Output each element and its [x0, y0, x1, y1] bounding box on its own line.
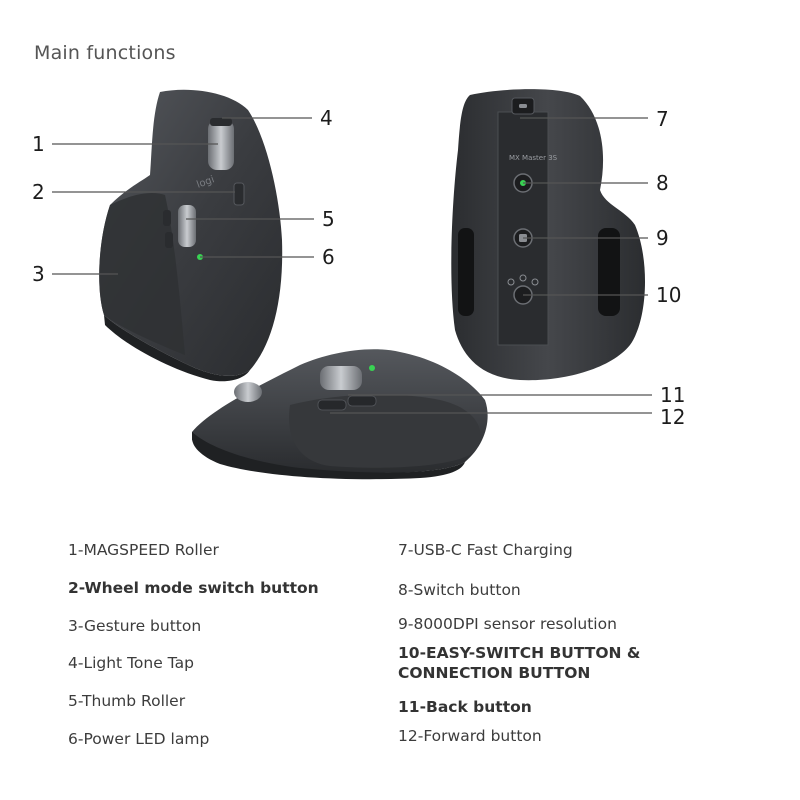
model-label: MX Master 3S: [509, 154, 558, 162]
legend-item-9: 9-8000DPI sensor resolution: [398, 615, 617, 633]
callout-8: 8: [656, 171, 669, 195]
legend-item-10: 10-EASY-SWITCH BUTTON & CONNECTION BUTTO…: [398, 644, 641, 682]
callout-7: 7: [656, 107, 669, 131]
callout-lines: [52, 117, 652, 414]
legend-item-2: 2-Wheel mode switch button: [68, 579, 319, 597]
mouse-bottom-view: MX Master 3S: [451, 89, 646, 381]
callout-6: 6: [322, 245, 335, 269]
thumb-wheel-icon: [178, 205, 196, 247]
callout-5: 5: [322, 207, 335, 231]
legend-item-5: 5-Thumb Roller: [68, 692, 186, 710]
callout-3: 3: [32, 262, 45, 286]
legend-item-8: 8-Switch button: [398, 581, 521, 599]
mouse-diagram: logi MX Master 3S: [32, 89, 685, 480]
callout-10: 10: [656, 283, 681, 307]
magspeed-wheel-icon: [208, 120, 234, 170]
legend-item-11: 11-Back button: [398, 698, 532, 716]
legend-item-7: 7-USB-C Fast Charging: [398, 541, 573, 559]
legend-item-12: 12-Forward button: [398, 727, 542, 745]
callout-2: 2: [32, 180, 45, 204]
legend-item-6: 6-Power LED lamp: [68, 730, 210, 748]
legend-item-1: 1-MAGSPEED Roller: [68, 541, 219, 559]
callout-1: 1: [32, 132, 45, 156]
page-title: Main functions: [34, 42, 176, 64]
legend-item-3: 3-Gesture button: [68, 617, 202, 635]
legend-item-4: 4-Light Tone Tap: [68, 654, 194, 672]
callout-11: 11: [660, 383, 685, 407]
callout-12: 12: [660, 405, 685, 429]
callout-4: 4: [320, 106, 333, 130]
callout-9: 9: [656, 226, 669, 250]
mouse-top-view: logi: [99, 89, 283, 382]
side-thumb-wheel-icon: [320, 366, 362, 390]
